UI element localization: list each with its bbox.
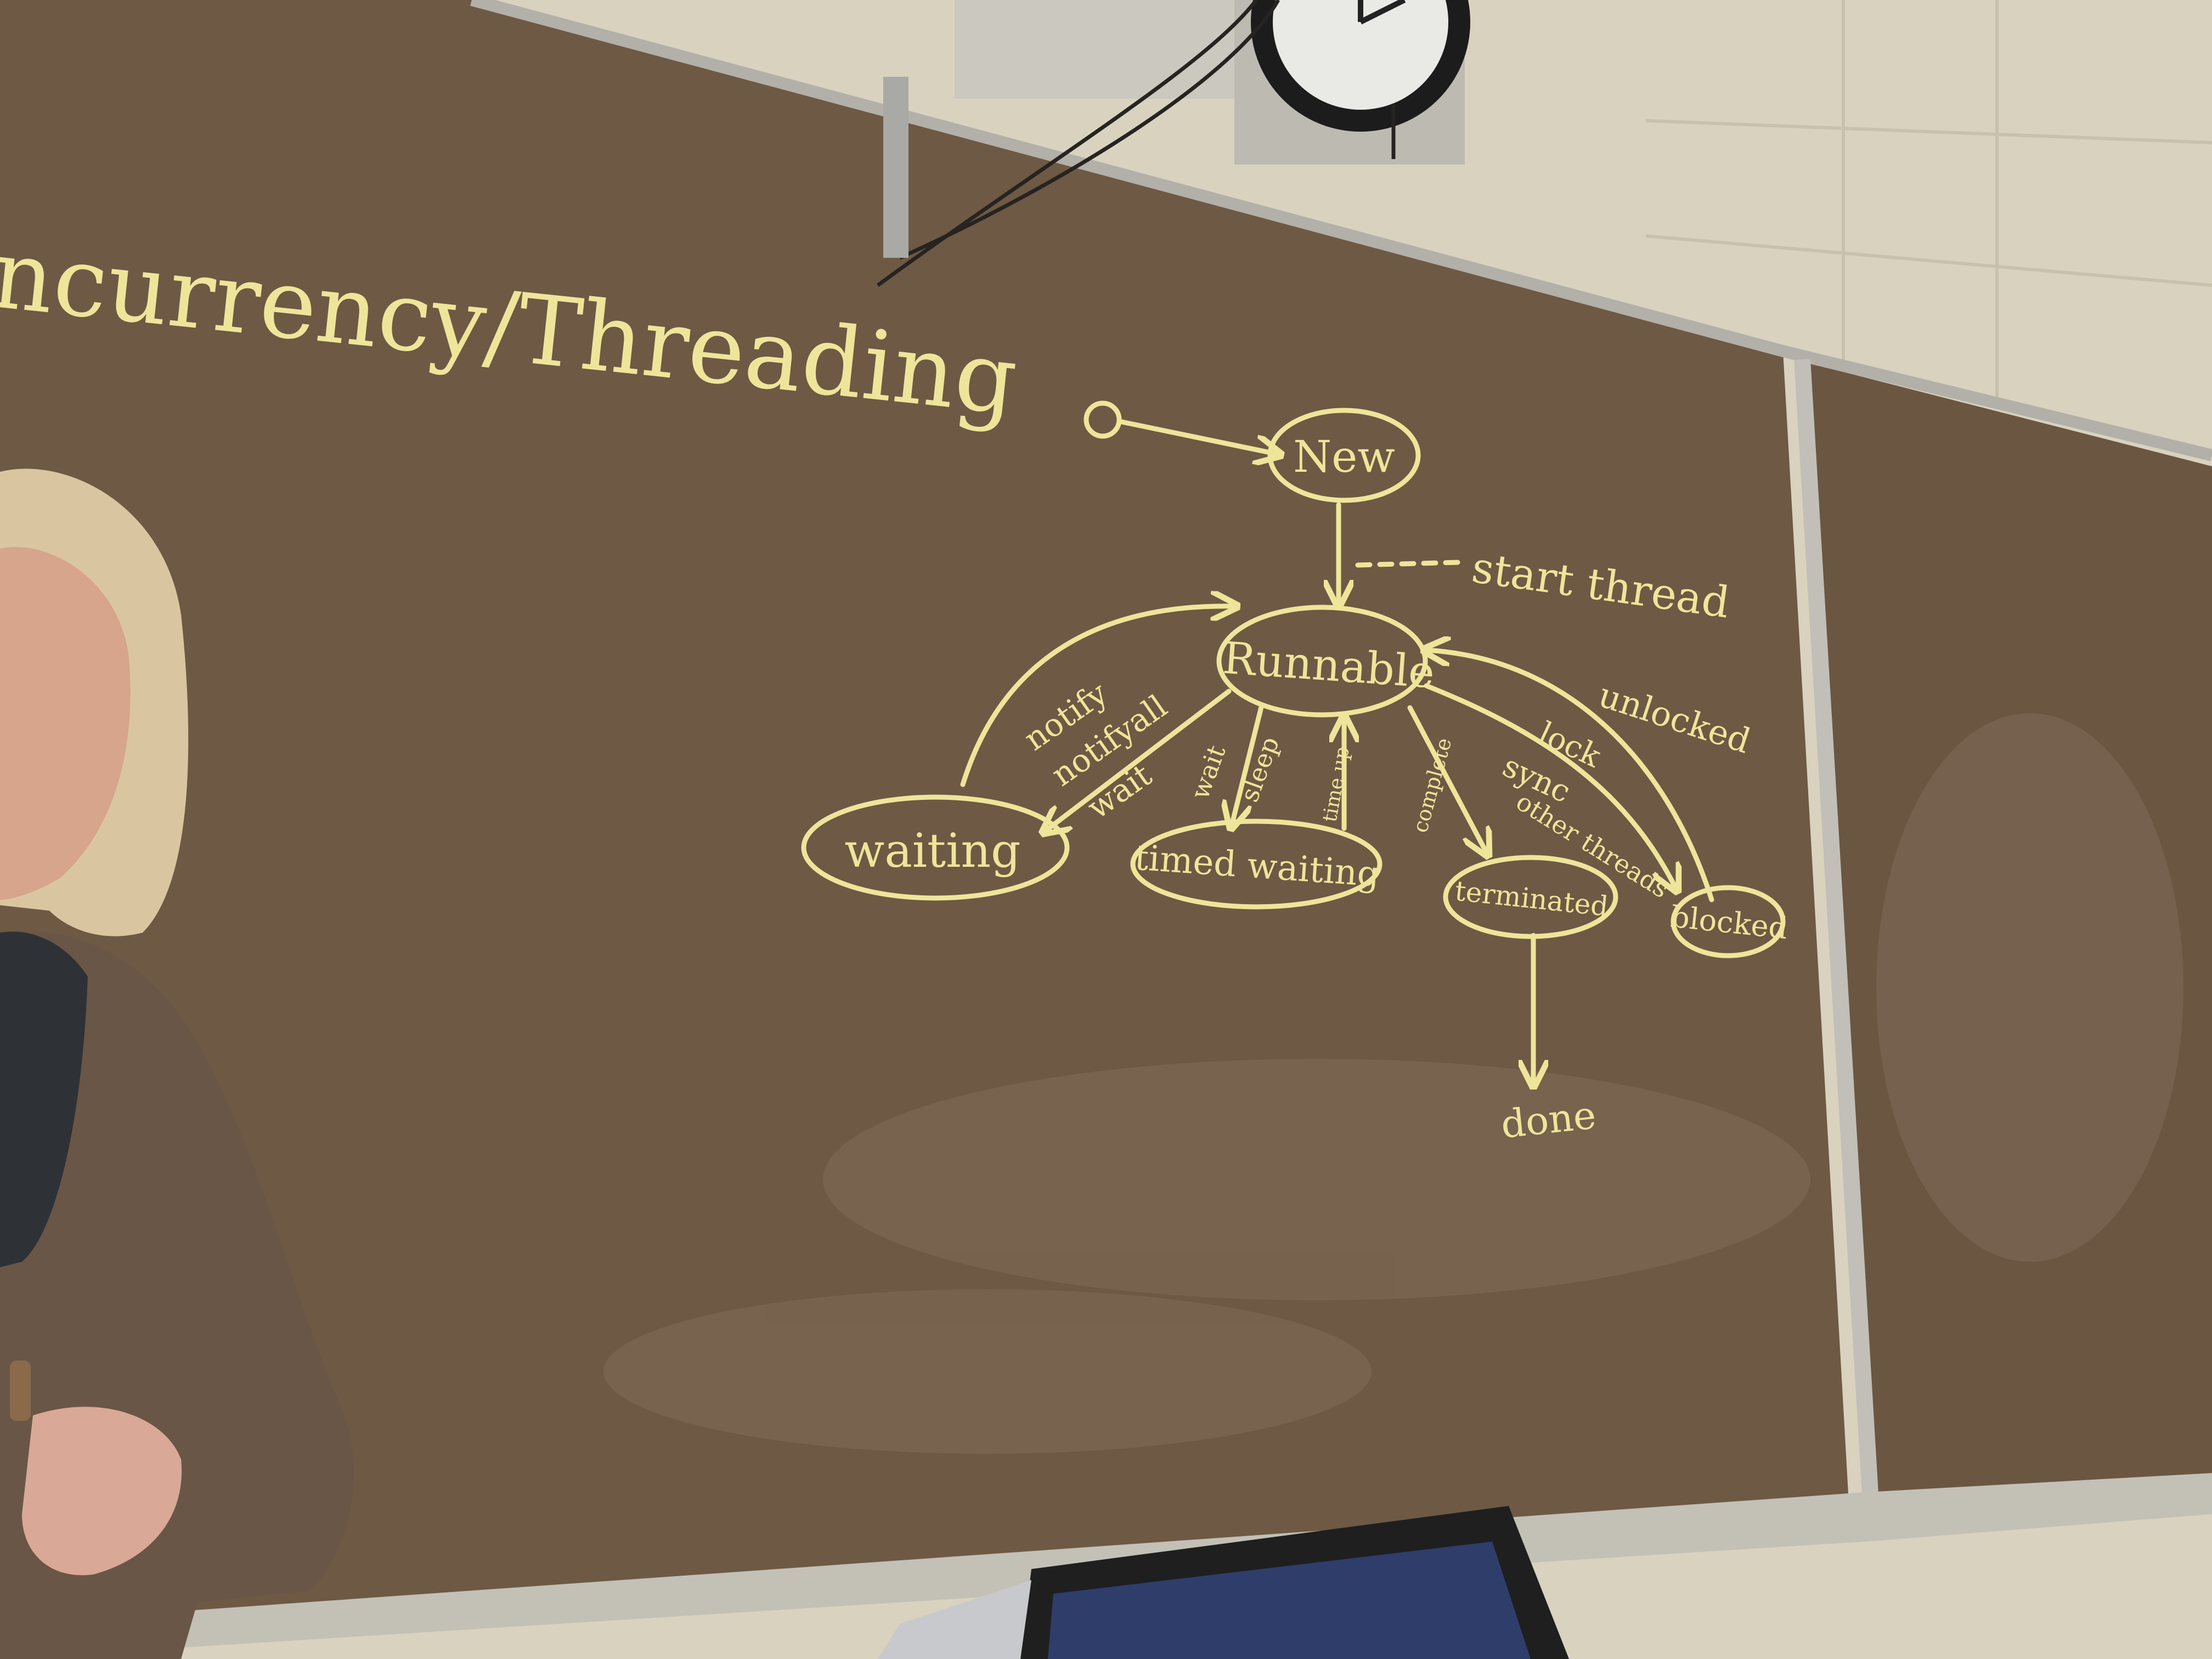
teacher-face <box>0 546 131 900</box>
teacher-hands <box>22 1407 182 1576</box>
wall-brick-lines <box>1645 0 2212 406</box>
state-new: New <box>1267 408 1421 503</box>
chalkboard-right-panel <box>1805 362 2212 1500</box>
edge-runnable-to-timed <box>1232 702 1265 826</box>
cardigan-toggle-button <box>10 1361 31 1421</box>
edge-runnable-to-waiting <box>1045 689 1232 831</box>
board-top-rail <box>470 0 2212 461</box>
state-new-label: New <box>1293 431 1395 482</box>
foreground-monitor <box>878 1506 1569 1659</box>
edge-blocked-to-runnable <box>1426 650 1714 902</box>
board-divider <box>1794 359 1879 1504</box>
edge-waiting-to-runnable <box>960 606 1234 787</box>
edge-runnable-to-blocked <box>1424 683 1676 889</box>
edge-initial-to-new <box>1116 419 1278 454</box>
state-waiting-label: waiting <box>844 824 1020 878</box>
teacher-shirt <box>0 932 88 1267</box>
chalk-smudges <box>603 713 2183 1454</box>
diagram-edges <box>960 400 1714 1084</box>
state-done-label: done <box>1499 1092 1598 1147</box>
state-waiting: waiting <box>801 794 1070 901</box>
teacher <box>0 469 354 1659</box>
chalkboard <box>0 0 1849 1635</box>
clock-cables <box>876 0 1396 287</box>
wall-clock <box>955 0 1470 165</box>
map-hook-bracket <box>883 77 909 258</box>
edge-runnable-to-terminated <box>1407 705 1487 853</box>
edge-start-thread-dash <box>1355 560 1462 568</box>
